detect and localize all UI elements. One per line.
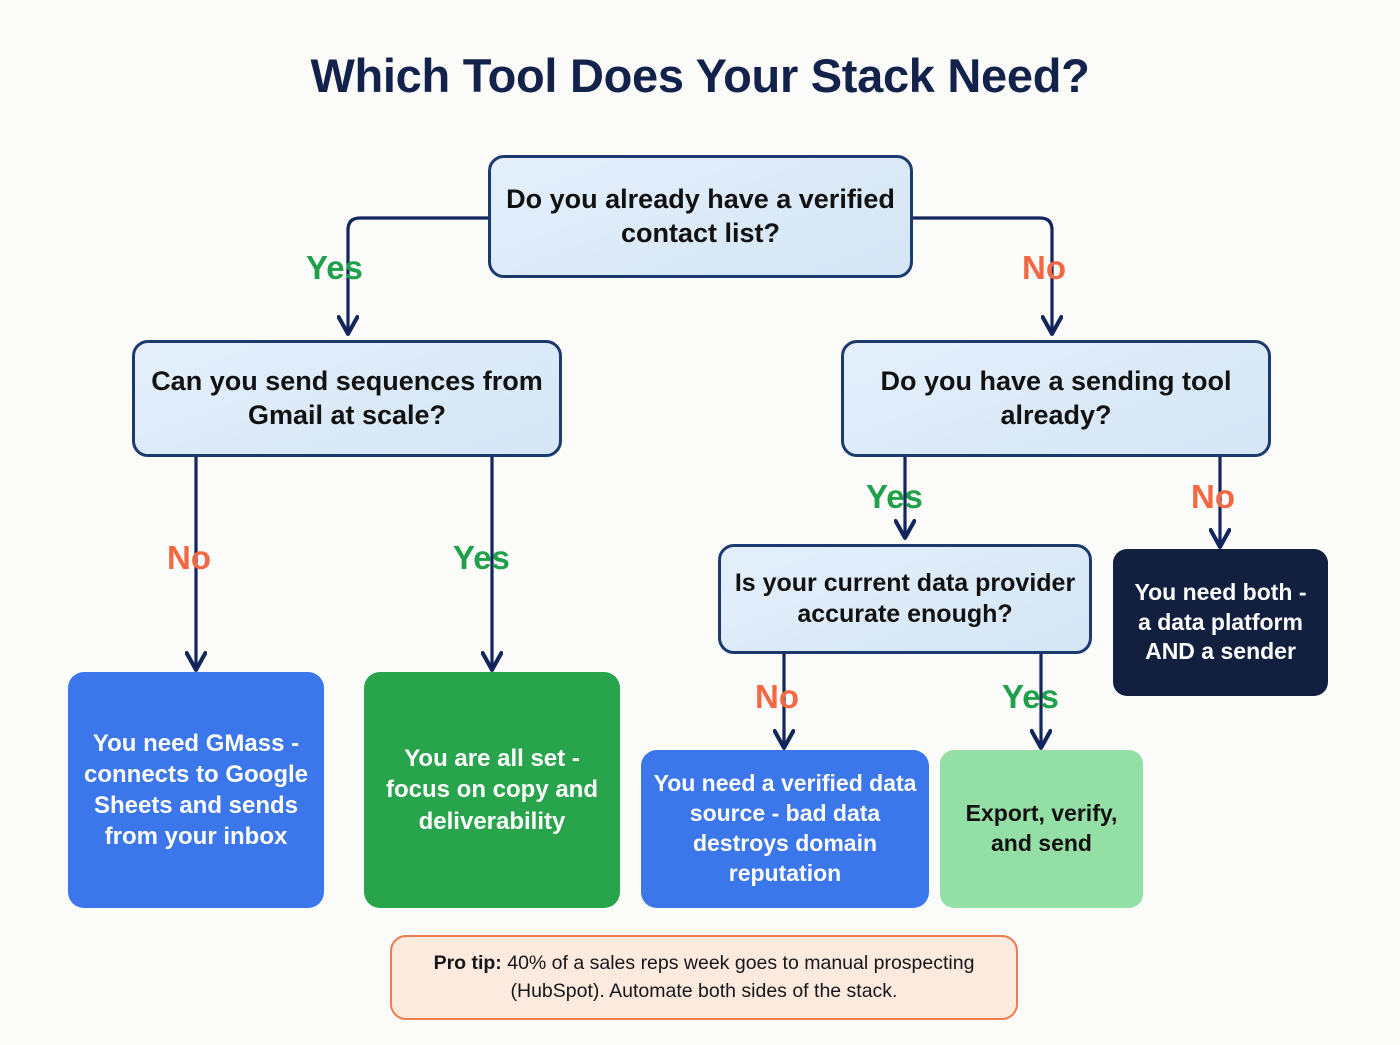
decision-root[interactable]: Do you already have a verified contact l… bbox=[488, 155, 913, 278]
result-need-both[interactable]: You need both - a data platform AND a se… bbox=[1113, 549, 1328, 696]
decision-data-provider[interactable]: Is your current data provider accurate e… bbox=[718, 544, 1092, 654]
result-gmass[interactable]: You need GMass - connects to Google Shee… bbox=[68, 672, 324, 908]
pro-tip-text: Pro tip: 40% of a sales reps week goes t… bbox=[416, 950, 992, 1005]
edge-label-root-yes: Yes bbox=[306, 249, 363, 286]
result-verified-source-label: You need a verified data source - bad da… bbox=[653, 770, 917, 886]
decision-gmail-scale[interactable]: Can you send sequences from Gmail at sca… bbox=[132, 340, 562, 457]
edge-label-gmail-yes: Yes bbox=[453, 539, 510, 576]
decision-data-provider-label: Is your current data provider accurate e… bbox=[734, 568, 1076, 628]
pro-tip-box: Pro tip: 40% of a sales reps week goes t… bbox=[390, 935, 1018, 1020]
edge-label-sending-yes: Yes bbox=[866, 478, 923, 515]
decision-sending-tool-label: Do you have a sending tool already? bbox=[880, 365, 1232, 430]
edge-label-sending-no: No bbox=[1191, 478, 1235, 515]
pro-tip-body: 40% of a sales reps week goes to manual … bbox=[507, 951, 975, 1002]
decision-gmail-scale-label: Can you send sequences from Gmail at sca… bbox=[151, 365, 543, 430]
page-title: Which Tool Does Your Stack Need? bbox=[310, 49, 1090, 102]
decision-root-label: Do you already have a verified contact l… bbox=[506, 183, 895, 248]
edge-label-root-no: No bbox=[1022, 249, 1066, 286]
pro-tip-label: Pro tip: bbox=[433, 951, 502, 974]
result-export-verify-send[interactable]: Export, verify, and send bbox=[940, 750, 1143, 908]
result-gmass-label: You need GMass - connects to Google Shee… bbox=[83, 729, 308, 851]
result-all-set-label: You are all set - focus on copy and deli… bbox=[385, 745, 598, 835]
result-verified-source[interactable]: You need a verified data source - bad da… bbox=[641, 750, 929, 908]
result-export-label: Export, verify, and send bbox=[965, 800, 1118, 856]
edge-label-data-yes: Yes bbox=[1002, 678, 1059, 715]
edge-label-gmail-no: No bbox=[167, 539, 211, 576]
edge-label-data-no: No bbox=[755, 678, 799, 715]
result-need-both-label: You need both - a data platform AND a se… bbox=[1134, 578, 1307, 665]
decision-sending-tool[interactable]: Do you have a sending tool already? bbox=[841, 340, 1271, 457]
result-all-set[interactable]: You are all set - focus on copy and deli… bbox=[364, 672, 620, 908]
